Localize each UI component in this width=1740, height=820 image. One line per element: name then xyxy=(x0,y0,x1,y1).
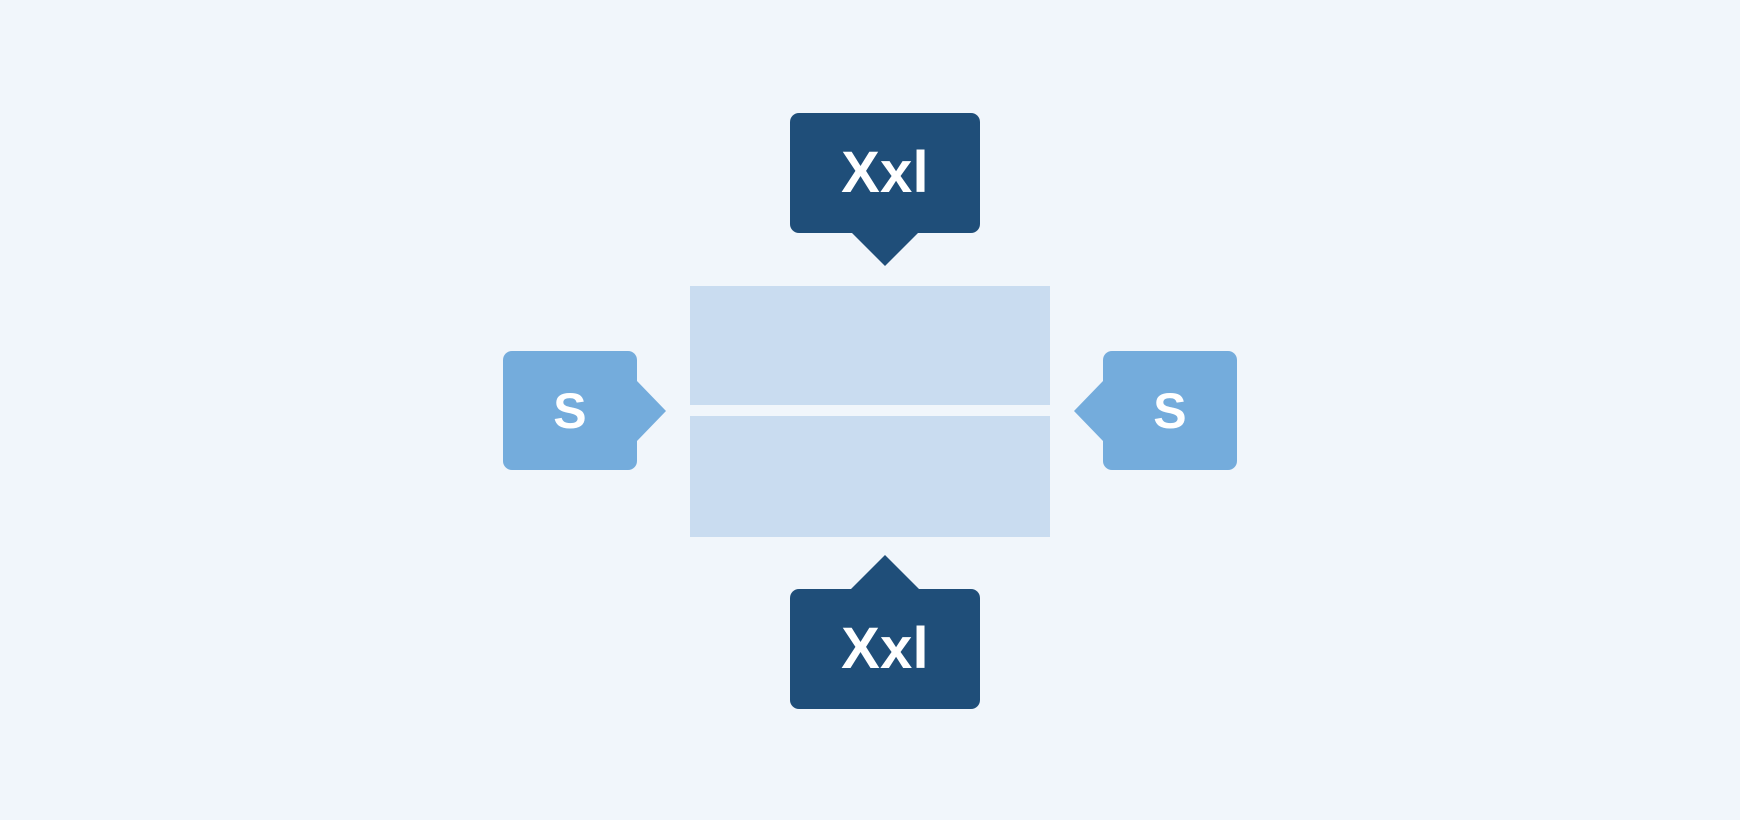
anchor-target-bottom-half[interactable] xyxy=(690,416,1050,537)
tooltip-right-arrow-left-icon xyxy=(1074,381,1103,441)
tooltip-right-label: S xyxy=(1103,351,1237,470)
tooltip-bottom-label: Xxl xyxy=(790,589,980,709)
anchor-target-top-half[interactable] xyxy=(690,286,1050,405)
tooltip-left-arrow-right-icon xyxy=(637,381,666,441)
tooltip-top-arrow-down-icon xyxy=(851,232,919,266)
tooltip-left-label: S xyxy=(503,351,637,470)
tooltip-top-label: Xxl xyxy=(790,113,980,233)
anchor-target[interactable] xyxy=(690,286,1050,537)
tooltip-bottom-arrow-up-icon xyxy=(851,555,919,589)
